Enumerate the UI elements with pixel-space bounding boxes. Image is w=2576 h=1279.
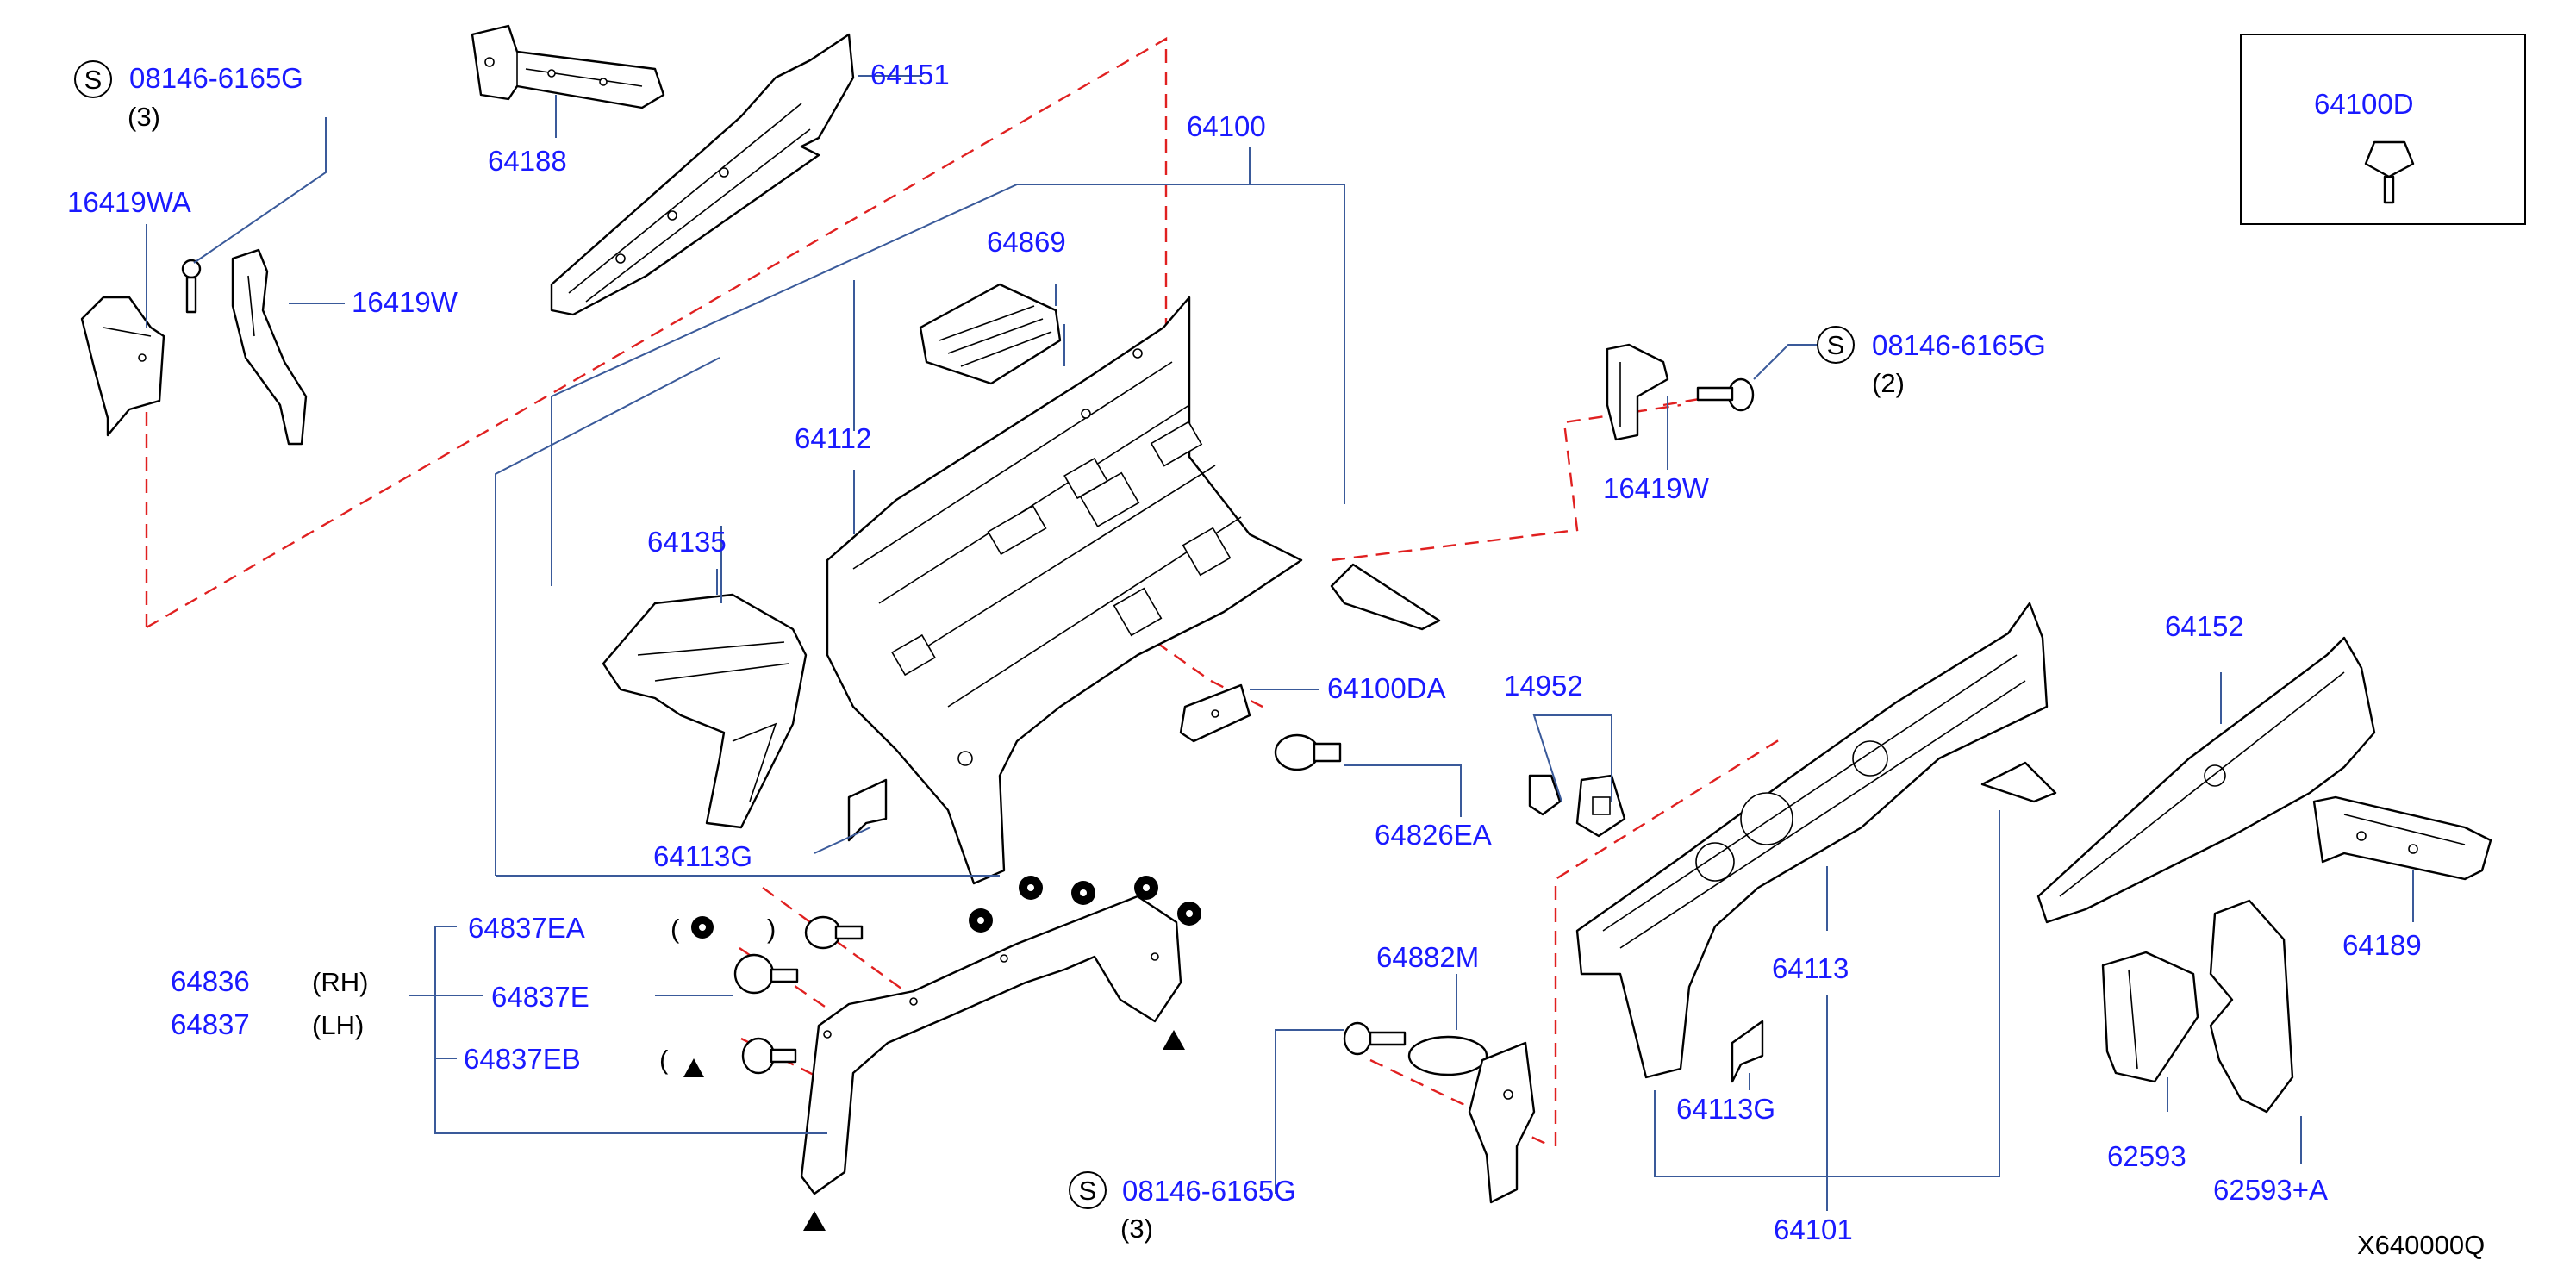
label-64100[interactable]: 64100 [1187, 110, 1266, 142]
leader-lines [146, 75, 2414, 1211]
part-64189-brace[interactable] [2312, 795, 2492, 881]
label-64837eb[interactable]: 64837EB [464, 1043, 581, 1075]
part-62593-insulator[interactable] [2101, 951, 2199, 1083]
part-64152-member[interactable] [2036, 636, 2376, 924]
part-16419wa-bracket[interactable] [80, 296, 165, 437]
part-64113-side-member[interactable] [1575, 602, 2049, 1079]
label-64826ea[interactable]: 64826EA [1375, 819, 1492, 851]
label-rh: (RH) [312, 967, 368, 997]
part-64869-panel[interactable] [919, 283, 1062, 385]
label-64113g-left[interactable]: 64113G [653, 840, 752, 872]
part-64882m-bracket[interactable] [1407, 1035, 1536, 1204]
label-64837[interactable]: 64837 [171, 1008, 250, 1040]
svg-text:S: S [84, 65, 103, 95]
part-64100da-pad[interactable] [1179, 683, 1251, 743]
label-64135[interactable]: 64135 [647, 526, 727, 558]
part-16419w-right[interactable] [1606, 343, 1669, 441]
label-62593a[interactable]: 62593+A [2213, 1174, 2328, 1206]
bolt-top-left[interactable] [181, 259, 202, 314]
clip-64837e[interactable] [733, 953, 799, 995]
part-16419w-left[interactable] [231, 248, 308, 446]
clip-64837eb[interactable] [741, 1037, 797, 1075]
part-64151-upper-member[interactable] [550, 33, 855, 316]
inset-box-64100d [2240, 34, 2526, 225]
svg-text:S: S [1827, 330, 1845, 360]
paren-open-triangle: ( [659, 1045, 669, 1075]
label-64189[interactable]: 64189 [2342, 929, 2422, 961]
clip-64837ea[interactable] [804, 915, 864, 950]
paren-open-dot: ( [671, 914, 680, 944]
label-64188[interactable]: 64188 [488, 145, 567, 177]
part-64188-brace[interactable] [471, 24, 665, 109]
label-64100d[interactable]: 64100D [2314, 88, 2414, 120]
part-64112-dash-panel[interactable] [826, 296, 1303, 885]
paren-close-dot: ) [767, 914, 776, 944]
label-64100da[interactable]: 64100DA [1327, 672, 1446, 704]
label-14952[interactable]: 14952 [1504, 670, 1583, 702]
part-14952-clips[interactable] [1528, 774, 1626, 838]
svg-text:S: S [1079, 1176, 1097, 1206]
label-64837e[interactable]: 64837E [491, 981, 589, 1013]
label-bolt-top-left-qty: (3) [128, 102, 160, 132]
part-64100d-clip[interactable] [2364, 140, 2415, 204]
label-64882m[interactable]: 64882M [1376, 941, 1479, 973]
screw-symbol-right: S [1817, 326, 1855, 364]
bolt-bottom[interactable] [1343, 1021, 1407, 1056]
label-64151[interactable]: 64151 [870, 59, 950, 90]
label-64101[interactable]: 64101 [1774, 1213, 1853, 1245]
part-62593a-insulator[interactable] [2209, 899, 2294, 1114]
screw-symbol-bottom: S [1069, 1171, 1107, 1209]
drawing-code: X640000Q [2357, 1230, 2485, 1260]
bolt-right[interactable] [1696, 377, 1755, 412]
label-62593[interactable]: 62593 [2107, 1140, 2186, 1172]
dot-markers [691, 876, 1201, 939]
label-16419wa[interactable]: 16419WA [67, 186, 191, 218]
label-bolt-right-qty: (2) [1872, 368, 1905, 398]
label-bolt-top-left[interactable]: 08146-6165G [129, 62, 303, 94]
label-64113[interactable]: 64113 [1772, 952, 1849, 984]
label-64836[interactable]: 64836 [171, 965, 250, 997]
part-64836-splash-guard[interactable] [800, 895, 1182, 1195]
part-64135-panel[interactable] [602, 593, 808, 829]
label-64152[interactable]: 64152 [2165, 610, 2244, 642]
label-lh: (LH) [312, 1010, 364, 1040]
screw-symbol-top-left: S [74, 60, 112, 98]
part-64113g-small-right[interactable] [1731, 1020, 1764, 1083]
triangle-markers [683, 1030, 1185, 1231]
label-64113g-right[interactable]: 64113G [1676, 1093, 1775, 1125]
label-64837ea[interactable]: 64837EA [468, 912, 585, 944]
part-labels: 64151 64188 64100 64869 64112 64135 6411… [67, 59, 2485, 1260]
label-16419w-right[interactable]: 16419W [1603, 472, 1710, 504]
label-64869[interactable]: 64869 [987, 226, 1066, 258]
label-16419w-left[interactable]: 16419W [352, 286, 458, 318]
label-bolt-right[interactable]: 08146-6165G [1872, 329, 2046, 361]
label-bolt-bottom-qty: (3) [1120, 1213, 1153, 1244]
label-64112[interactable]: 64112 [795, 422, 871, 454]
part-64826ea-clip[interactable] [1274, 733, 1342, 771]
part-64100-wedge[interactable] [1330, 563, 1441, 631]
label-bolt-bottom[interactable]: 08146-6165G [1122, 1175, 1296, 1207]
part-64113g-small-left[interactable] [847, 778, 888, 842]
part-64101-wedge[interactable] [1980, 761, 2057, 803]
